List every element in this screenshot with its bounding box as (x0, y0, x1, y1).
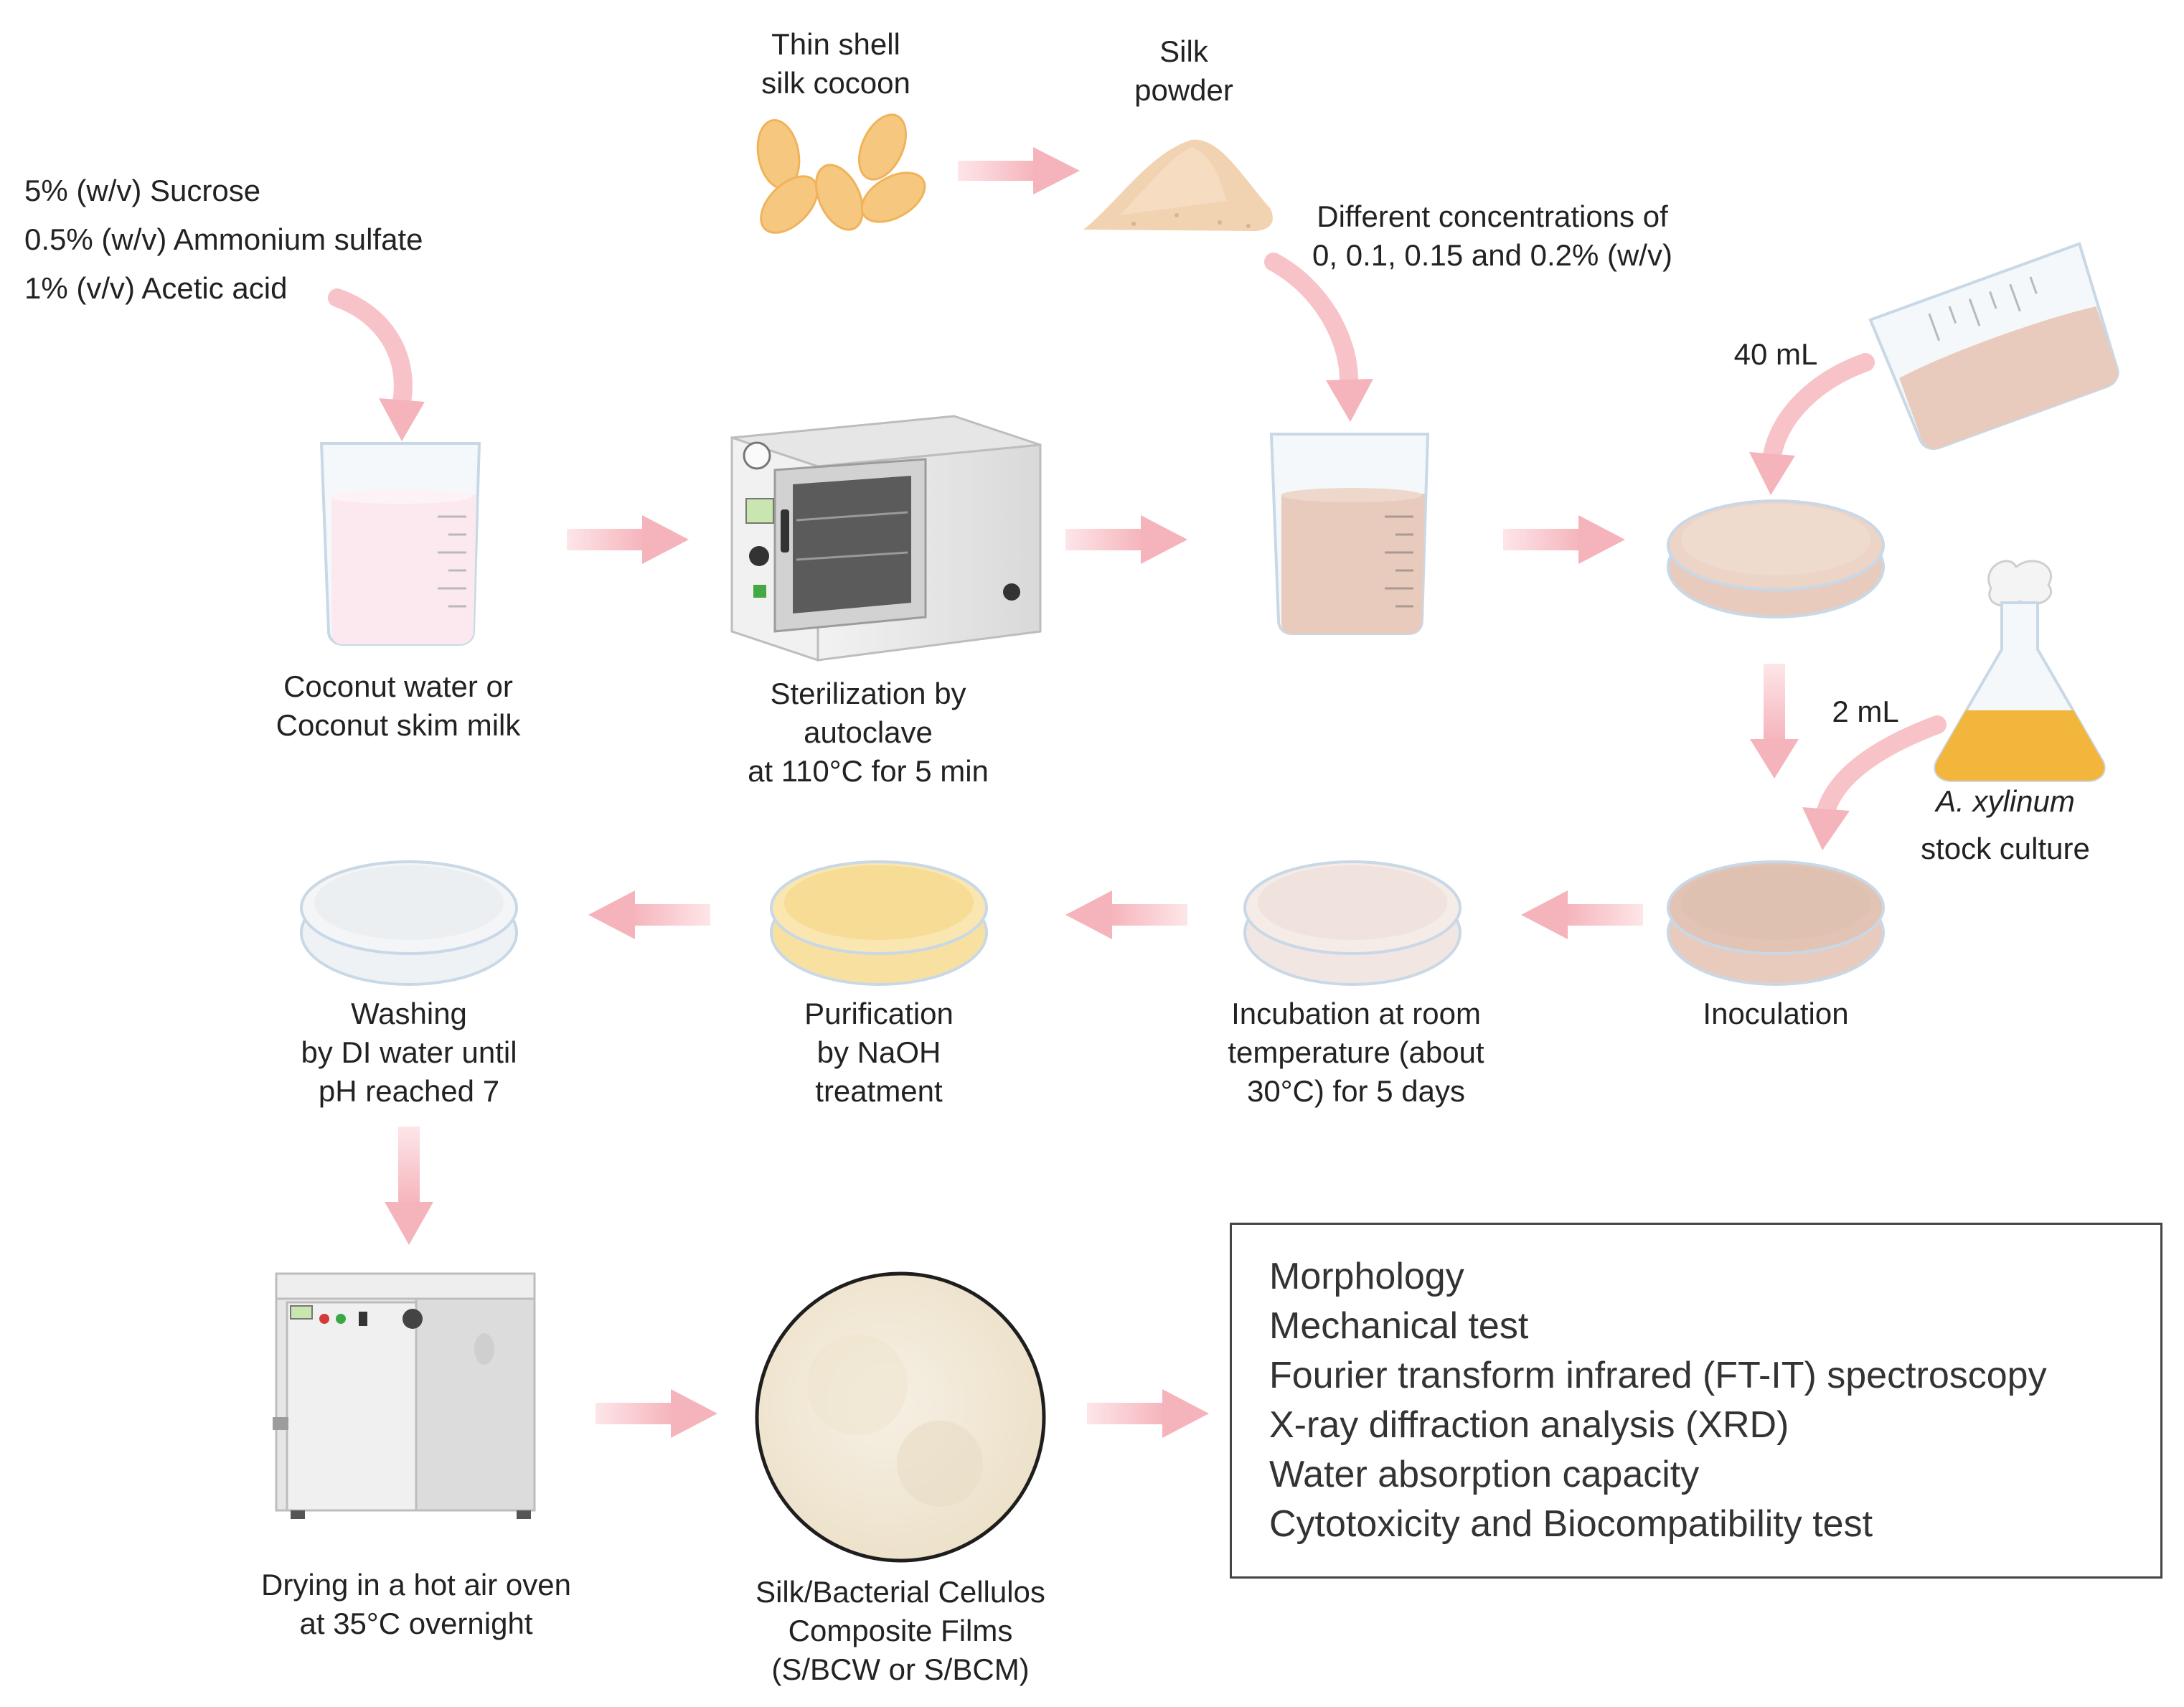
arrow-film-to-results (1087, 1389, 1209, 1438)
arrow-medium-to-dish (1503, 515, 1625, 564)
characterization-list: Morphology Mechanical test Fourier trans… (1269, 1252, 2047, 1549)
silk-powder-icon (1083, 139, 1273, 231)
arrow-washing-to-oven (385, 1127, 433, 1245)
list-item: X-ray diffraction analysis (XRD) (1269, 1404, 1789, 1446)
arrow-incubation-to-purification (1065, 890, 1187, 939)
washing-label: Washing by DI water until pH reached 7 (301, 997, 517, 1108)
list-item: Mechanical test (1269, 1305, 1529, 1347)
drying-label: Drying in a hot air oven at 35°C overnig… (261, 1568, 571, 1640)
washing-petri-dish-icon (300, 860, 518, 986)
arrow-cocoon-to-powder (958, 147, 1080, 194)
pouring-beaker-icon (1868, 242, 2119, 451)
medium-beaker-icon (1269, 433, 1430, 635)
purification-label: Purification by NaOH treatment (804, 997, 954, 1108)
concentrations-label: Different concentrations of 0, 0.1, 0.15… (1312, 199, 1672, 272)
list-item: Cytotoxicity and Biocompatibility test (1269, 1503, 1873, 1545)
culture-flask-icon (1934, 560, 2106, 782)
volume-40-label: 40 mL (1733, 337, 1818, 371)
cocoon-label: Thin shell silk cocoon (761, 27, 910, 100)
arrow-beaker-to-autoclave (567, 515, 689, 564)
list-item: Fourier transform infrared (FT-IT) spect… (1269, 1355, 2047, 1396)
arrow-curved-powder (1264, 253, 1373, 422)
culture-label: A. xylinum stock culture (1921, 784, 2090, 865)
list-item: Water absorption capacity (1269, 1454, 1700, 1495)
arrow-dish-to-inoculation (1750, 664, 1799, 779)
incubation-label: Incubation at room temperature (about 30… (1228, 997, 1484, 1108)
media-line: 5% (w/v) Sucrose (24, 174, 261, 207)
incubation-petri-dish-icon (1243, 860, 1462, 986)
autoclave-icon (730, 415, 1042, 662)
list-item: Morphology (1269, 1256, 1464, 1297)
medium-petri-dish-icon (1667, 499, 1885, 619)
volume-2-label: 2 mL (1832, 695, 1899, 728)
arrow-autoclave-to-medium (1065, 515, 1187, 564)
hot-air-oven-icon (273, 1272, 536, 1519)
arrow-oven-to-film (596, 1389, 717, 1438)
silk-powder-label: Silk powder (1134, 34, 1233, 107)
silk-cocoon-icon (756, 113, 926, 234)
media-composition-label: 5% (w/v) Sucrose 0.5% (w/v) Ammonium sul… (24, 166, 423, 313)
film-label: Silk/Bacterial Cellulos Composite Films … (756, 1575, 1045, 1686)
arrow-curved-culture (1802, 715, 1947, 850)
purification-petri-dish-icon (770, 860, 988, 986)
media-line: 1% (v/v) Acetic acid (24, 271, 288, 305)
inoculation-petri-dish-icon (1667, 860, 1885, 986)
arrow-curved-media (328, 288, 425, 441)
arrow-purification-to-washing (588, 890, 710, 939)
media-line: 0.5% (w/v) Ammonium sulfate (24, 222, 423, 256)
composite-film-icon (755, 1271, 1046, 1563)
coconut-beaker-icon (319, 442, 481, 646)
coconut-label: Coconut water or Coconut skim milk (276, 669, 521, 742)
arrow-inoculation-to-incubation (1521, 890, 1643, 939)
characterization-box: Morphology Mechanical test Fourier trans… (1230, 1223, 2162, 1579)
sterilization-label: Sterilization by autoclave at 110°C for … (748, 677, 989, 788)
arrow-curved-pour (1749, 353, 1875, 495)
inoculation-label: Inoculation (1703, 997, 1849, 1030)
